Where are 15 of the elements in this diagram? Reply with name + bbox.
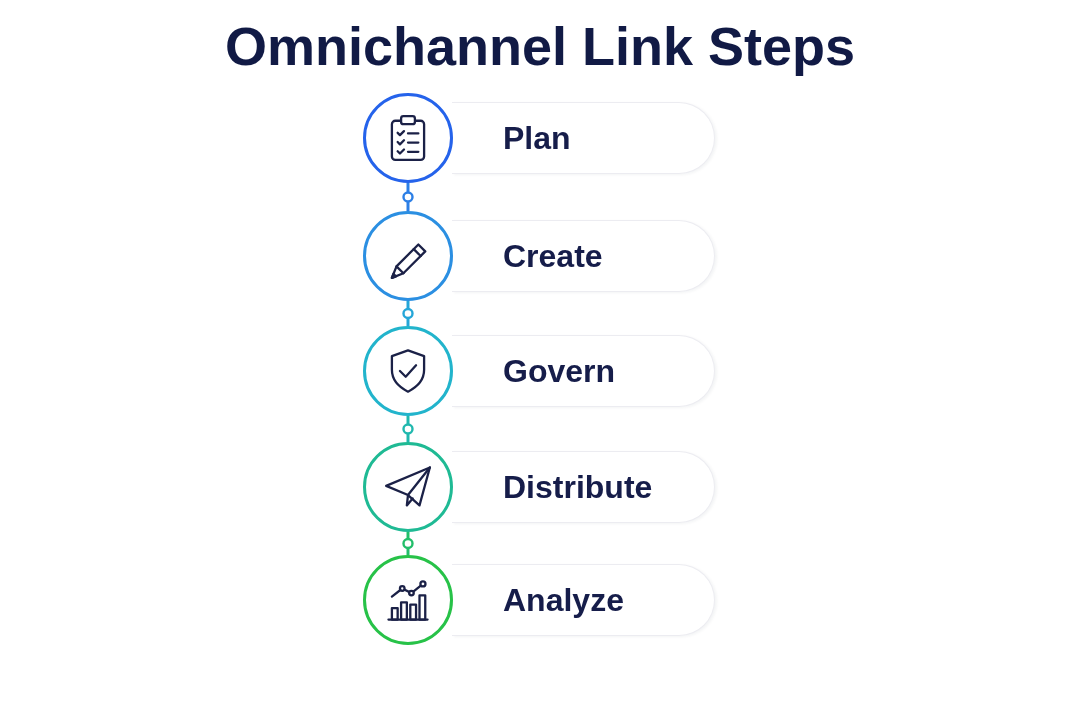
step-pill <box>452 564 715 636</box>
step-label: Plan <box>503 119 571 157</box>
step-pill <box>452 220 715 292</box>
step-label: Create <box>503 237 603 275</box>
step-label: Govern <box>503 352 616 390</box>
step-pill <box>452 451 715 523</box>
step-label: Analyze <box>503 581 624 619</box>
title: Omnichannel Link Steps <box>223 15 857 78</box>
step-label: Distribute <box>503 468 653 506</box>
step-pill <box>452 335 715 407</box>
connector-line <box>406 301 410 326</box>
connector-line <box>406 183 410 211</box>
step-pill <box>452 102 715 174</box>
connector-line <box>406 416 410 442</box>
connector-line <box>406 532 410 555</box>
